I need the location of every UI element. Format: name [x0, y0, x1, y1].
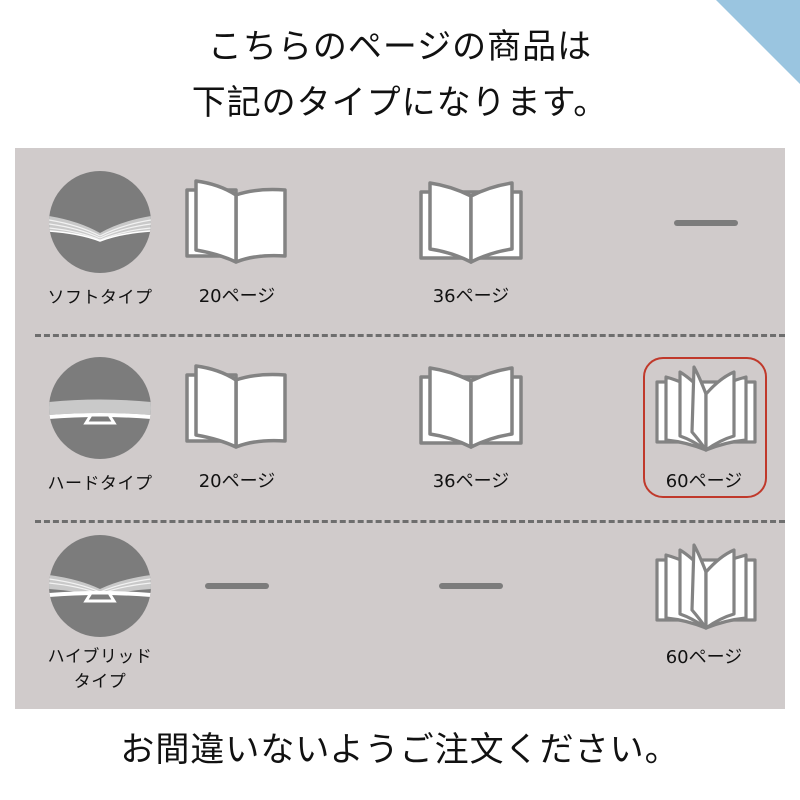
pages-label: 60ページ	[665, 471, 743, 492]
open-book-icon	[185, 364, 287, 449]
corner-decoration	[716, 0, 800, 84]
headline-line-2: 下記のタイプになります。	[191, 83, 609, 123]
open-book-icon	[185, 179, 287, 264]
pages-label: 20ページ	[198, 471, 276, 492]
row-divider	[35, 334, 785, 337]
soft-binding-icon	[49, 171, 151, 273]
type-label-hybrid-line-1: ハイブリッド	[47, 647, 153, 667]
not-available-dash	[205, 583, 269, 589]
open-book-many-pages-icon	[655, 365, 757, 452]
not-available-dash	[439, 583, 503, 589]
open-book-icon	[419, 181, 523, 264]
open-book-many-pages-icon	[655, 543, 757, 630]
pages-label: 36ページ	[432, 471, 510, 492]
highlighted-option-frame	[643, 357, 767, 498]
type-label-hybrid-line-2: タイプ	[73, 672, 127, 692]
row-divider	[35, 520, 785, 523]
hard-binding-icon	[49, 357, 151, 459]
headline-line-1: こちらのページの商品は	[207, 27, 593, 67]
footer-notice: お間違いないようご注文ください。	[120, 730, 680, 770]
not-available-dash	[674, 220, 738, 226]
pages-label: 60ページ	[665, 647, 743, 668]
open-book-icon	[419, 366, 523, 449]
pages-label: 20ページ	[198, 286, 276, 307]
type-label-soft: ソフトタイプ	[47, 288, 153, 308]
type-label-hard: ハードタイプ	[47, 474, 153, 494]
hybrid-binding-icon	[49, 535, 151, 637]
pages-label: 36ページ	[432, 286, 510, 307]
